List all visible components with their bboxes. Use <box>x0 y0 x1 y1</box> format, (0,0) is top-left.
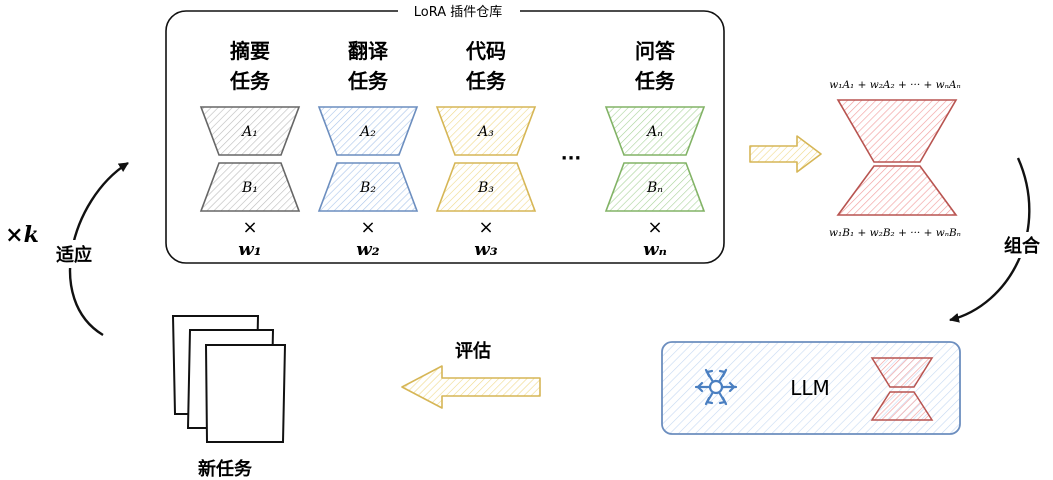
llm-lora-b <box>870 391 934 421</box>
evaluate-arrow <box>401 365 541 409</box>
new-task-label: 新任务 <box>198 458 253 480</box>
weight-label: wₙ <box>643 239 667 260</box>
task-name-line1: 问答 <box>635 39 676 63</box>
merged-matrix-b <box>836 165 958 216</box>
matrix-b-label: B₂ <box>359 180 376 196</box>
snowflake-icon <box>694 368 738 406</box>
matrix-a-label: Aₙ <box>645 124 663 140</box>
combine-arrow <box>949 157 1031 323</box>
merged-a-formula: w₁A₁ + w₂A₂ + ··· + wₙAₙ <box>829 79 961 91</box>
task-column-code: 代码 任务 A₃ B₃ × w₃ <box>435 39 537 260</box>
document-stack-icon <box>171 315 287 443</box>
lora-matrix-b <box>435 162 537 212</box>
lora-matrix-b <box>317 162 419 212</box>
times-symbol: × <box>647 217 662 238</box>
task-name-line2: 任务 <box>465 69 507 93</box>
lora-matrix-a <box>199 106 301 156</box>
matrix-b-label: B₃ <box>477 180 494 196</box>
matrix-a-label: A₃ <box>476 124 494 140</box>
lora-matrix-a <box>435 106 537 156</box>
lora-matrix-b <box>604 162 706 212</box>
task-column-qa: 问答 任务 Aₙ Bₙ × wₙ <box>604 39 706 260</box>
task-name-line1: 代码 <box>465 39 506 63</box>
llm-label: LLM <box>790 376 830 400</box>
llm-lora-a <box>870 357 934 388</box>
lora-matrix-b <box>199 162 301 212</box>
task-name-line1: 翻译 <box>348 39 389 63</box>
evaluate-label: 评估 <box>455 340 491 362</box>
weight-label: w₂ <box>356 239 379 260</box>
weight-label: w₃ <box>474 239 497 260</box>
weight-label: w₁ <box>238 239 261 260</box>
times-symbol: × <box>360 217 375 238</box>
task-column-summary: 摘要 任务 A₁ B₁ × w₁ <box>199 39 301 260</box>
task-name-line1: 摘要 <box>230 39 270 63</box>
task-name-line2: 任务 <box>634 69 676 93</box>
lora-matrix-a <box>604 106 706 156</box>
combine-label: 组合 <box>1004 235 1041 257</box>
ellipsis: ··· <box>561 148 582 169</box>
matrix-b-label: Bₙ <box>646 180 663 196</box>
matrix-b-label: B₁ <box>241 180 258 196</box>
repo-title: LoRA 插件仓库 <box>414 4 503 20</box>
task-name-line2: 任务 <box>229 69 271 93</box>
task-name-line2: 任务 <box>347 69 389 93</box>
merged-matrix-a <box>836 99 958 163</box>
times-symbol: × <box>242 217 257 238</box>
lora-matrix-a <box>317 106 419 156</box>
matrix-a-label: A₂ <box>358 124 376 140</box>
adapt-label: 适应 <box>56 244 92 266</box>
merged-b-formula: w₁B₁ + w₂B₂ + ··· + wₙBₙ <box>829 227 961 239</box>
times-symbol: × <box>478 217 493 238</box>
repeat-label: ×k <box>5 222 39 248</box>
merge-arrow <box>749 135 822 173</box>
task-column-translation: 翻译 任务 A₂ B₂ × w₂ <box>317 39 419 260</box>
matrix-a-label: A₁ <box>240 124 258 140</box>
